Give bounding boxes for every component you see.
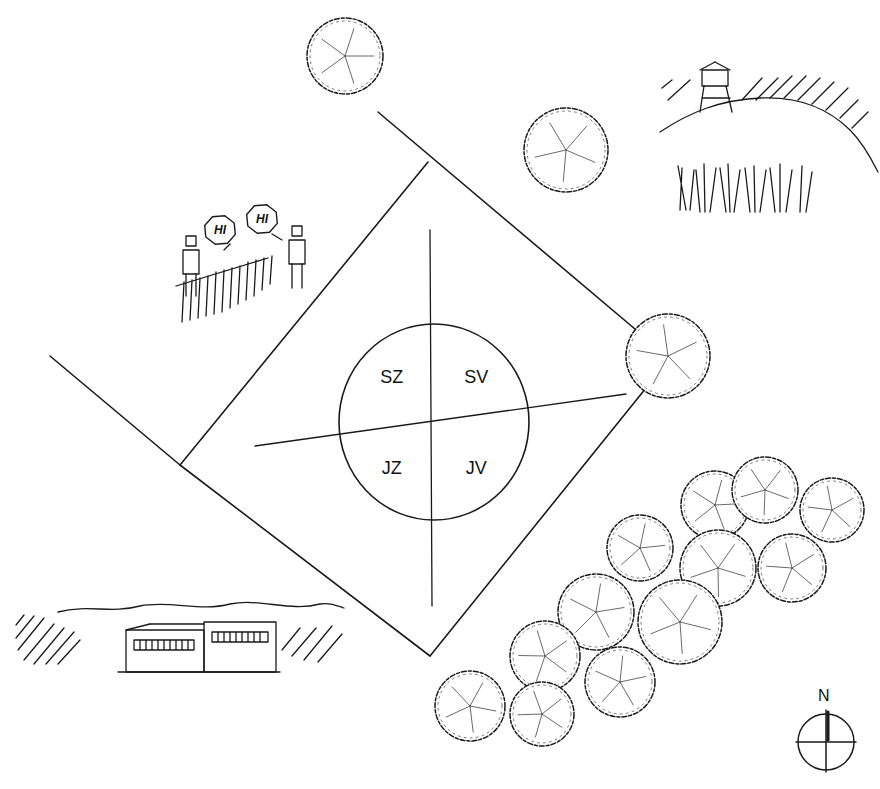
quadrant-label: SZ	[380, 368, 403, 386]
orientation-circle: SZ SV JZ JV	[338, 323, 530, 521]
quadrant-label: JV	[466, 459, 487, 477]
north-sign	[796, 710, 856, 772]
north-label: N	[818, 688, 830, 704]
people-sketch	[176, 226, 305, 322]
tree	[626, 314, 710, 398]
tree	[732, 457, 798, 523]
tree	[307, 18, 383, 94]
tree	[758, 534, 826, 602]
circle-outline	[338, 323, 530, 521]
tree	[638, 580, 722, 664]
greeting-text: HI	[256, 213, 268, 225]
tree-group	[307, 18, 864, 746]
speech-bubble: HI	[245, 203, 279, 235]
tree	[800, 478, 864, 542]
tree	[510, 682, 574, 746]
building-sketch	[16, 602, 344, 672]
plot-outline	[50, 112, 648, 656]
quadrant-label: SV	[464, 368, 488, 386]
tree	[510, 621, 580, 691]
speech-bubble: HI	[203, 214, 237, 246]
orientation-axes	[255, 230, 626, 606]
tree	[524, 108, 608, 192]
greeting-text: HI	[214, 224, 226, 236]
tree	[585, 647, 655, 717]
tree	[435, 671, 505, 741]
tree	[607, 515, 673, 581]
hill-sketch	[660, 62, 878, 212]
quadrant-label: JZ	[382, 459, 402, 477]
